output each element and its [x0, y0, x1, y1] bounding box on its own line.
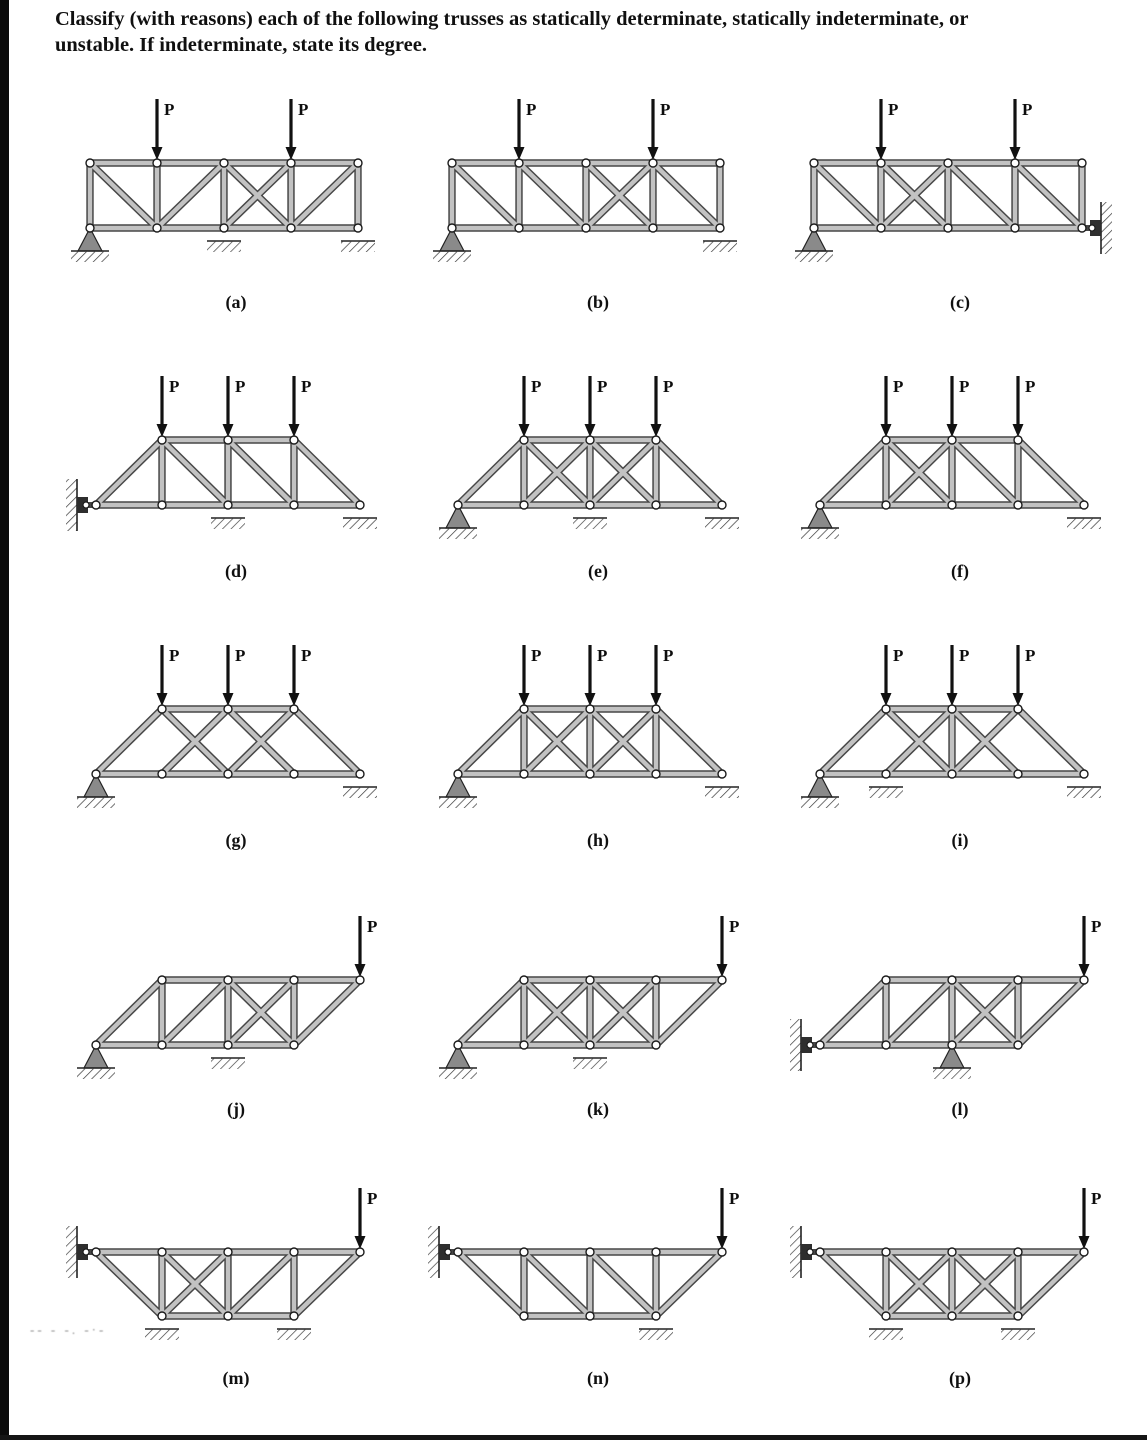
truss-figure-i: P P P (i)	[779, 606, 1141, 851]
svg-text:P: P	[526, 100, 536, 119]
svg-text:P: P	[597, 377, 607, 396]
truss-label-a: (a)	[225, 292, 247, 313]
truss-label-e: (e)	[588, 561, 608, 582]
truss-figure-d: P P P (d)	[55, 337, 417, 582]
truss-label-b: (b)	[587, 292, 609, 313]
truss-drawing-p: P	[790, 1188, 1101, 1341]
problem-statement-line2: unstable. If indeterminate, state its de…	[55, 34, 427, 57]
svg-text:P: P	[959, 377, 969, 396]
truss-figure-g: P P P (g)	[55, 606, 417, 851]
svg-text:P: P	[367, 1189, 377, 1208]
truss-figure-m: P (m)	[55, 1144, 417, 1389]
truss-figure-h: P P P (h)	[417, 606, 779, 851]
page-bottom-bar	[0, 1435, 1147, 1440]
truss-figure-l: P (l)	[779, 875, 1141, 1120]
svg-text:P: P	[1091, 1189, 1101, 1208]
svg-text:P: P	[888, 100, 898, 119]
svg-text:P: P	[663, 646, 673, 665]
truss-label-n: (n)	[587, 1368, 609, 1389]
problem-statement: Classify (with reasons) each of the foll…	[55, 6, 1123, 58]
svg-text:P: P	[531, 377, 541, 396]
svg-text:P: P	[729, 917, 739, 936]
svg-text:P: P	[235, 377, 245, 396]
svg-text:P: P	[663, 377, 673, 396]
truss-label-m: (m)	[222, 1368, 250, 1389]
svg-text:P: P	[959, 646, 969, 665]
truss-label-g: (g)	[225, 830, 247, 851]
truss-figure-e: P P P (e)	[417, 337, 779, 582]
svg-text:P: P	[597, 646, 607, 665]
truss-drawing-m: P	[66, 1188, 377, 1341]
truss-label-p: (p)	[949, 1368, 971, 1389]
svg-text:P: P	[301, 646, 311, 665]
truss-drawing-j: P	[77, 916, 377, 1080]
truss-drawing-l: P	[790, 916, 1101, 1080]
svg-text:P: P	[235, 646, 245, 665]
truss-figure-f: P P P (f)	[779, 337, 1141, 582]
svg-text:P: P	[1025, 377, 1035, 396]
svg-text:P: P	[729, 1189, 739, 1208]
svg-text:P: P	[301, 377, 311, 396]
truss-label-c: (c)	[950, 292, 970, 313]
svg-text:P: P	[298, 100, 308, 119]
truss-label-j: (j)	[227, 1099, 245, 1120]
truss-label-k: (k)	[587, 1099, 609, 1120]
svg-text:P: P	[660, 100, 670, 119]
truss-figure-j: P (j)	[55, 875, 417, 1120]
truss-label-i: (i)	[951, 830, 969, 851]
truss-figure-p: P (p)	[779, 1144, 1141, 1389]
svg-text:P: P	[164, 100, 174, 119]
svg-text:P: P	[893, 377, 903, 396]
truss-figure-k: P (k)	[417, 875, 779, 1120]
page-left-margin-bar	[0, 0, 9, 1440]
truss-label-f: (f)	[951, 561, 969, 582]
svg-text:P: P	[893, 646, 903, 665]
truss-figure-n: P (n)	[417, 1144, 779, 1389]
svg-text:P: P	[367, 917, 377, 936]
svg-text:P: P	[1025, 646, 1035, 665]
truss-drawing-k: P	[439, 916, 739, 1080]
truss-label-d: (d)	[225, 561, 247, 582]
problem-statement-line1: Classify (with reasons) each of the foll…	[55, 8, 969, 30]
truss-drawing-n: P	[428, 1188, 739, 1341]
svg-text:P: P	[169, 377, 179, 396]
svg-text:P: P	[1022, 100, 1032, 119]
svg-text:P: P	[169, 646, 179, 665]
cropped-caption-artifact: -- - -. -·-	[30, 1322, 107, 1337]
truss-label-l: (l)	[951, 1099, 969, 1120]
truss-label-h: (h)	[587, 830, 609, 851]
svg-text:P: P	[531, 646, 541, 665]
svg-text:P: P	[1091, 917, 1101, 936]
